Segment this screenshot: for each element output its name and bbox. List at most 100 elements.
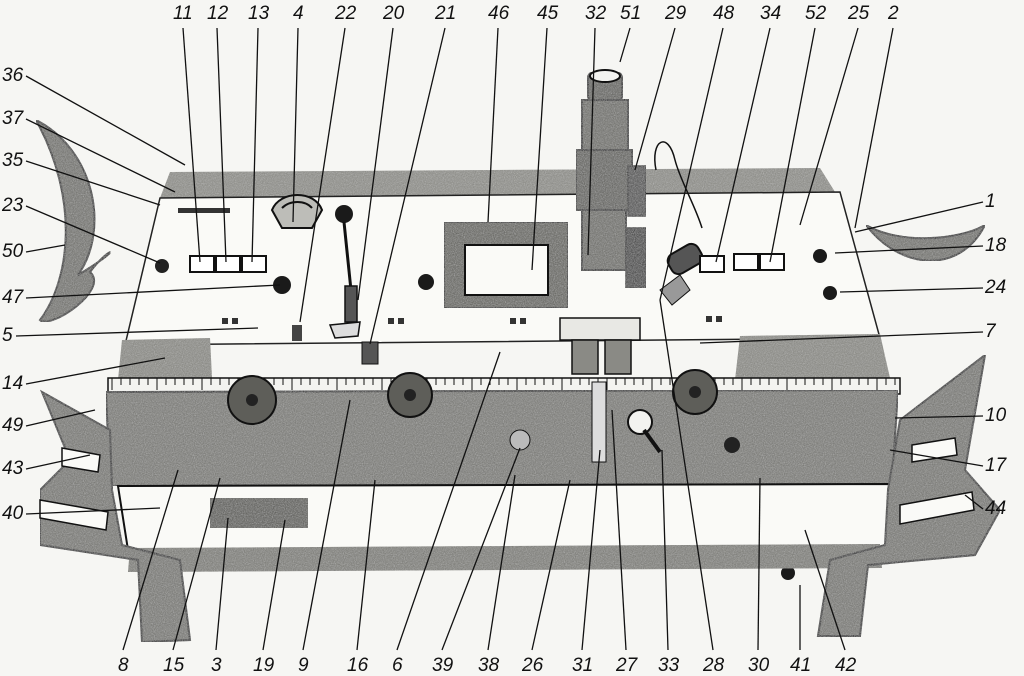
callout-top-4: 22 <box>335 3 357 24</box>
leader-line-bottom-9 <box>531 479 571 651</box>
callout-left-5: 47 <box>2 287 24 308</box>
leader-line-left-10 <box>25 507 161 515</box>
callout-bottom-7: 39 <box>432 655 454 676</box>
leader-line-right-4 <box>894 415 984 419</box>
leader-line-left-6 <box>15 327 259 337</box>
leader-line-top-12 <box>659 27 724 301</box>
knob-41 <box>781 566 795 580</box>
callout-top-11: 29 <box>665 3 687 24</box>
base-label-plate <box>210 498 308 528</box>
leader-line-top-9 <box>587 27 596 256</box>
leader-line-right-3 <box>699 331 984 344</box>
leader-line-bottom-1 <box>172 477 221 651</box>
leader-line-top-8 <box>531 27 548 271</box>
callout-top-13: 34 <box>760 3 782 24</box>
leader-line-right-0 <box>854 201 984 233</box>
callout-top-7: 46 <box>488 3 510 24</box>
leader-line-bottom-3 <box>262 519 286 651</box>
leader-line-top-16 <box>854 27 894 229</box>
callout-bottom-6: 6 <box>392 655 403 676</box>
leader-line-left-4 <box>25 244 66 253</box>
leader-line-left-7 <box>25 357 166 385</box>
lever <box>328 221 361 339</box>
leader-line-top-6 <box>369 27 446 345</box>
leader-line-bottom-7 <box>441 447 521 651</box>
leader-line-left-8 <box>25 409 96 427</box>
button-group-left <box>189 255 267 273</box>
leader-line-bottom-8 <box>487 474 516 651</box>
clamp-16 <box>361 341 379 365</box>
callout-bottom-12: 33 <box>658 655 680 676</box>
callout-bottom-11: 27 <box>616 655 638 676</box>
callout-right-1: 18 <box>985 235 1007 256</box>
panel-marks <box>222 316 722 324</box>
callout-left-0: 36 <box>2 65 24 86</box>
leader-line-top-15 <box>799 27 859 226</box>
callout-right-6: 44 <box>985 498 1007 519</box>
callout-bottom-3: 19 <box>253 655 275 676</box>
leader-line-bottom-5 <box>356 479 376 651</box>
callout-bottom-2: 3 <box>211 655 222 676</box>
callout-top-6: 21 <box>435 3 457 24</box>
right-side-bracket <box>816 352 1002 637</box>
leader-line-left-5 <box>25 284 281 299</box>
leader-line-bottom-2 <box>215 517 229 651</box>
leader-line-left-1 <box>25 118 176 193</box>
leader-line-bottom-16 <box>804 529 846 651</box>
left-handle <box>33 117 112 323</box>
pin-22 <box>292 325 302 341</box>
leader-line-bottom-0 <box>122 469 179 651</box>
callout-top-12: 48 <box>713 3 735 24</box>
callout-right-2: 24 <box>985 277 1007 298</box>
leader-line-right-1 <box>834 245 984 254</box>
leader-line-bottom-11 <box>611 409 627 651</box>
callout-left-9: 43 <box>2 458 24 479</box>
knob-20 <box>335 205 353 223</box>
callout-left-10: 40 <box>2 503 24 524</box>
callout-left-1: 37 <box>2 108 24 129</box>
microscope <box>575 71 647 289</box>
callout-top-15: 25 <box>848 3 870 24</box>
callout-bottom-8: 38 <box>478 655 500 676</box>
panel-block-7 <box>735 334 890 380</box>
callout-top-10: 51 <box>620 3 642 24</box>
leader-line-top-5 <box>357 27 394 301</box>
button-group-right <box>699 253 785 273</box>
front-block <box>104 388 900 488</box>
callout-bottom-13: 28 <box>703 655 725 676</box>
leader-line-left-9 <box>25 454 91 470</box>
viewing-screen <box>464 244 549 296</box>
knob-24 <box>823 286 837 300</box>
leader-line-top-14 <box>769 27 816 263</box>
leader-line-top-10 <box>619 27 631 63</box>
callout-top-0: 11 <box>173 3 193 24</box>
leader-line-bottom-6 <box>396 351 501 651</box>
callout-top-5: 20 <box>383 3 405 24</box>
callout-bottom-14: 30 <box>748 655 770 676</box>
back-panel-strip <box>160 168 835 198</box>
leader-line-bottom-10 <box>581 449 601 651</box>
leader-line-bottom-14 <box>757 477 761 651</box>
leader-line-right-6 <box>964 494 984 510</box>
callout-left-4: 50 <box>2 241 24 262</box>
leader-line-left-2 <box>25 160 161 206</box>
callout-bottom-5: 16 <box>347 655 369 676</box>
leader-line-top-4 <box>299 27 346 323</box>
leader-line-right-5 <box>889 449 984 467</box>
right-handle <box>865 222 988 262</box>
callout-bottom-4: 9 <box>298 655 309 676</box>
knob-center <box>418 274 434 290</box>
knob-47 <box>273 276 291 294</box>
callout-top-1: 12 <box>207 3 229 24</box>
leader-line-left-0 <box>25 75 186 166</box>
callout-bottom-1: 15 <box>163 655 185 676</box>
callout-top-14: 52 <box>805 3 827 24</box>
adjustment-wheels <box>227 369 740 453</box>
callout-bottom-10: 31 <box>572 655 594 676</box>
leader-line-bottom-13 <box>659 299 714 651</box>
callout-left-3: 23 <box>2 195 24 216</box>
indicator-slot <box>178 208 230 213</box>
callout-right-3: 7 <box>985 321 996 342</box>
